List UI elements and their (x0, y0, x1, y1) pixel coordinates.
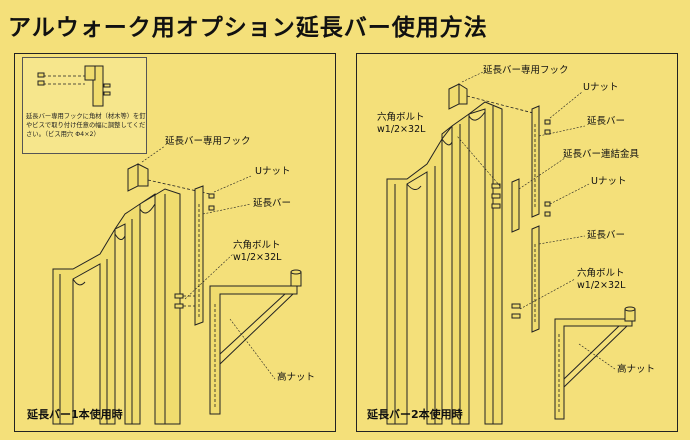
hook-detail-inset: 延長バー専用フックに角材（材木等）を釘やビスで取り付け任意の幅に調整してください… (22, 57, 147, 154)
label-hook: 延長バー専用フック (483, 65, 569, 76)
label-high-nut: 高ナット (277, 372, 316, 383)
label-extension-bar-top: 延長バー (587, 116, 626, 127)
label-u-nut: Uナット (255, 166, 291, 177)
label-extension-bar-bottom: 延長バー (587, 230, 626, 241)
label-extension-bar: 延長バー (253, 198, 292, 209)
label-hex-bolt-top: 六角ボルト (377, 112, 425, 123)
label-hook: 延長バー専用フック (165, 136, 251, 147)
caption-single-bar: 延長バー1本使用時 (27, 408, 123, 421)
label-u-nut-top: Uナット (583, 82, 619, 93)
label-high-nut: 高ナット (617, 364, 656, 375)
label-connector: 延長バー連結金具 (563, 149, 640, 160)
double-bar-illustration (386, 71, 636, 425)
panel-double-bar: 延長バー専用フック Uナット 延長バー 六角ボルト w1/2×32L 延長バー連… (356, 53, 678, 432)
hook-detail-illustration (37, 65, 111, 107)
hook-instruction-note: 延長バー専用フックに角材（材木等）を釘やビスで取り付け任意の幅に調整してください… (26, 113, 146, 138)
caption-double-bar: 延長バー2本使用時 (367, 408, 463, 421)
label-hex-bolt-bottom: 六角ボルト (577, 268, 625, 279)
page-title: アルウォーク用オプション延長バー使用方法 (8, 15, 488, 41)
label-hex-bolt-size: w1/2×32L (233, 252, 282, 263)
label-hex-bolt-bottom-size: w1/2×32L (577, 280, 626, 291)
panel-single-bar: 延長バー専用フックに角材（材木等）を釘やビスで取り付け任意の幅に調整してください… (14, 53, 336, 432)
label-hex-bolt: 六角ボルト (233, 240, 281, 251)
label-hex-bolt-top-size: w1/2×32L (377, 124, 426, 135)
label-u-nut-mid: Uナット (591, 176, 627, 187)
single-bar-illustration (52, 145, 302, 425)
